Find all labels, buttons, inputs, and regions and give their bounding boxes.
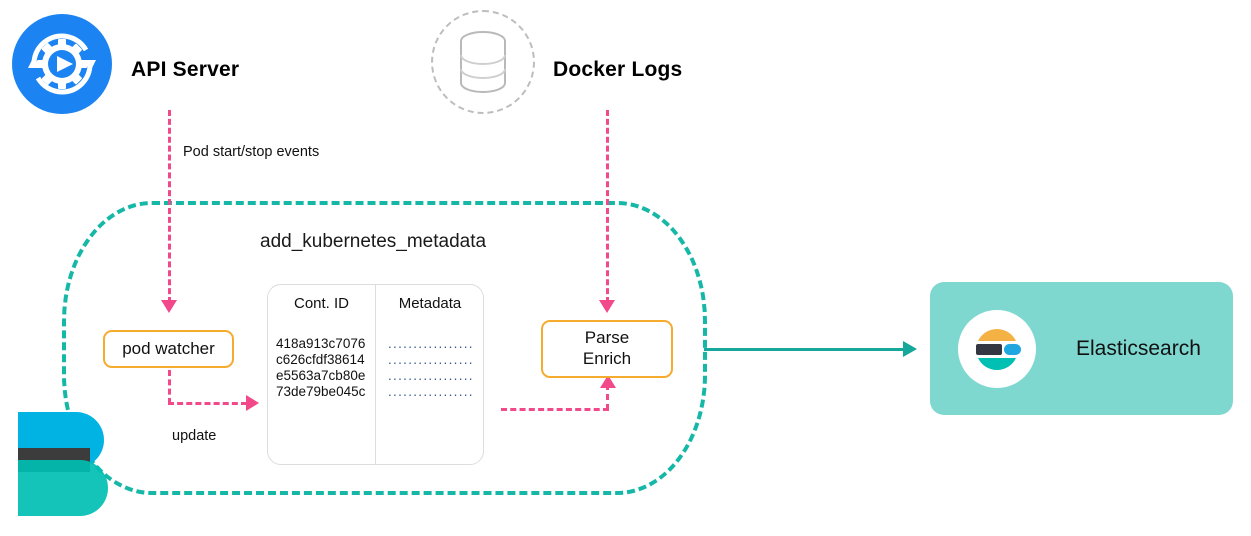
update-arrowhead [246, 395, 259, 411]
table-column-divider [375, 285, 376, 464]
output-arrowhead [903, 341, 917, 357]
pod-watcher-label: pod watcher [122, 338, 215, 358]
api-server-gear-icon [12, 14, 112, 114]
lookup-feed-arrowhead [600, 375, 616, 388]
table-header-cont-id: Cont. ID [293, 295, 350, 312]
update-connector-horizontal [168, 402, 247, 405]
elasticsearch-logo-icon [958, 309, 1036, 388]
table-row: 418a913c7076 [276, 336, 366, 351]
table-row: e5563a7cb80e [276, 368, 366, 383]
table-row: ................. [388, 384, 474, 399]
update-label: update [172, 428, 217, 444]
parse-enrich-box[interactable]: Parse Enrich [541, 320, 673, 378]
beats-logo-icon [18, 408, 126, 520]
enrich-label: Enrich [582, 349, 632, 368]
parse-label: Parse [584, 328, 630, 348]
docker-logs-label: Docker Logs [553, 58, 683, 81]
output-arrow-line [704, 348, 906, 351]
pod-events-label: Pod start/stop events [183, 144, 320, 160]
docker-logs-connector-line [606, 110, 609, 303]
lookup-feed-vertical [606, 384, 609, 410]
table-row: ................. [388, 352, 474, 367]
pod-events-connector-line [168, 110, 171, 303]
table-row: ................. [388, 336, 474, 351]
table-header-metadata: Metadata [398, 295, 462, 312]
pod-events-arrowhead [161, 300, 177, 313]
update-connector-vertical [168, 370, 171, 404]
table-row: 73de79be045c [276, 384, 366, 399]
docker-logs-database-icon [431, 10, 535, 114]
docker-logs-arrowhead [599, 300, 615, 313]
table-row: c626cfdf38614 [276, 352, 365, 367]
elasticsearch-card[interactable]: Elasticsearch [930, 282, 1233, 415]
api-server-label: API Server [131, 58, 240, 81]
elasticsearch-label: Elasticsearch [1076, 336, 1201, 360]
container-metadata-table: Cont. ID Metadata 418a913c7076 c626cfdf3… [267, 284, 484, 465]
pod-watcher-box[interactable]: pod watcher [103, 330, 234, 368]
table-row: ................. [388, 368, 474, 383]
lookup-feed-horizontal [501, 408, 609, 411]
pipeline-title: add_kubernetes_metadata [260, 231, 487, 252]
